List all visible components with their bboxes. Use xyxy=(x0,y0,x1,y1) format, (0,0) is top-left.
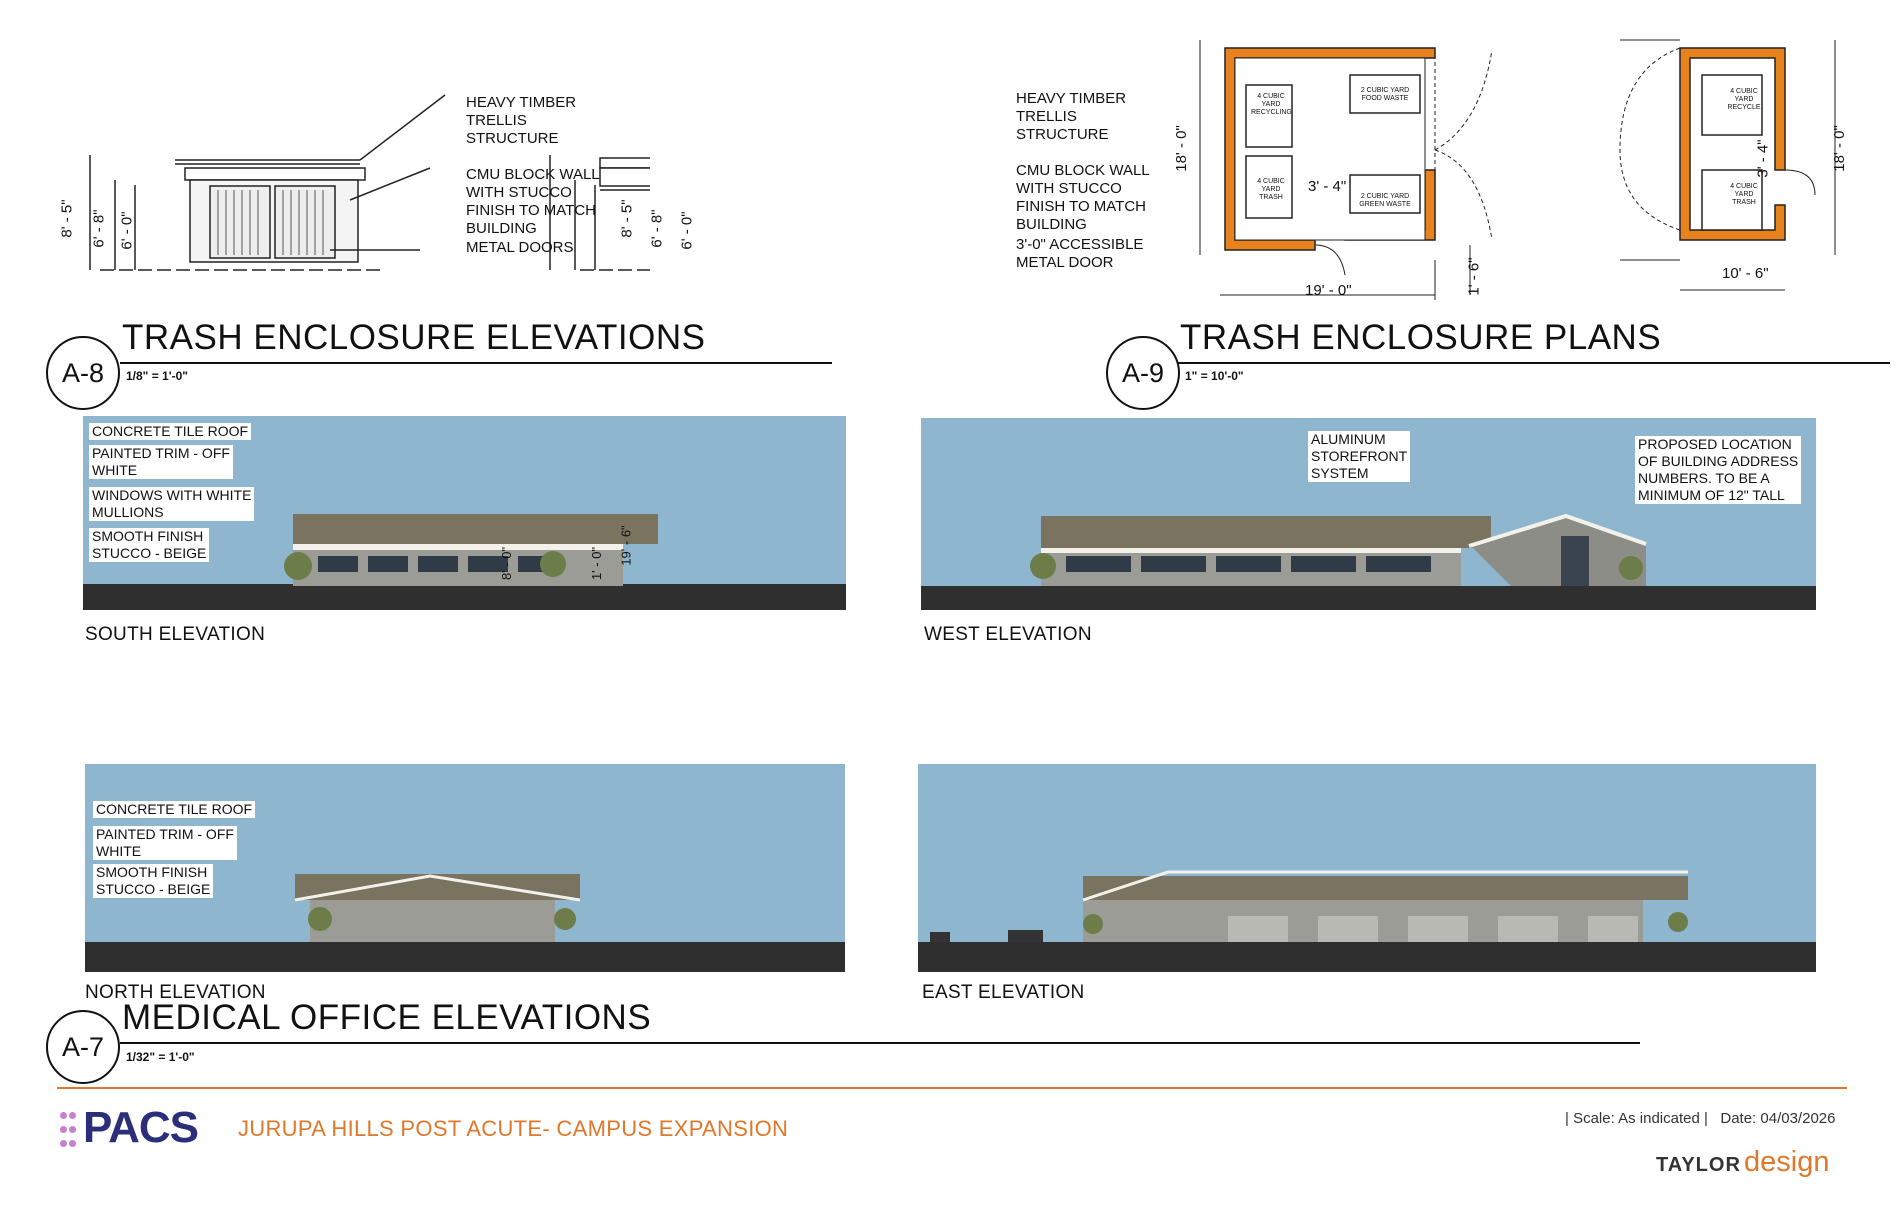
trellis-label-right: HEAVY TIMBER TRELLIS STRUCTURE xyxy=(1016,90,1127,143)
ground-strip xyxy=(85,942,845,972)
dim-overall-height-left: 8' - 5" xyxy=(58,199,76,238)
accessible-door-label: 3'-0" ACCESSIBLE METAL DOOR xyxy=(1016,236,1144,271)
title-underline-a8 xyxy=(120,362,832,364)
scale-date: | Scale: As indicated | Date: 04/03/2026 xyxy=(1565,1110,1836,1127)
south-dim-parapet: 1' - 0" xyxy=(589,546,605,581)
trellis-label-left: HEAVY TIMBER TRELLIS STRUCTURE xyxy=(466,94,577,147)
bin-food-waste: 2 CUBIC YARD FOOD WASTE xyxy=(1360,87,1410,102)
north-callout-roof: CONCRETE TILE ROOF xyxy=(93,801,256,818)
ground-strip xyxy=(921,586,1816,610)
east-elevation-render xyxy=(918,764,1816,972)
west-building xyxy=(1030,513,1647,586)
dim-plan-small-depth: 18' - 0" xyxy=(1830,125,1848,172)
west-elevation-caption: WEST ELEVATION xyxy=(924,624,1092,645)
dim-plan-small-aisle: 3' - 4" xyxy=(1754,139,1772,178)
south-dim-overall: 19' - 6" xyxy=(618,525,634,566)
dim-overall-height-right: 8' - 5" xyxy=(618,199,636,238)
pacs-logo: PACS xyxy=(83,1103,199,1152)
cmu-wall-label-right: CMU BLOCK WALL WITH STUCCO FINISH TO MAT… xyxy=(1016,162,1150,233)
south-callout-trim: PAINTED TRIM - OFF WHITE xyxy=(89,445,233,479)
metal-doors-label: METAL DOORS xyxy=(466,239,574,256)
west-callout-address: PROPOSED LOCATION OF BUILDING ADDRESS NU… xyxy=(1635,436,1802,504)
firm-name-light: design xyxy=(1744,1146,1830,1178)
trash-plan-small xyxy=(1619,39,1836,291)
dim-plan-small-width: 10' - 6" xyxy=(1722,265,1769,282)
dim-plan-large-width: 19' - 0" xyxy=(1305,282,1352,299)
dim-plan-large-aisle: 3' - 4" xyxy=(1308,178,1347,195)
trash-elevation-right xyxy=(549,155,650,271)
bin-green-waste: 2 CUBIC YARD GREEN WASTE xyxy=(1359,193,1411,208)
south-building xyxy=(284,514,658,586)
north-callout-stucco: SMOOTH FINISH STUCCO - BEIGE xyxy=(93,864,214,898)
south-callout-roof: CONCRETE TILE ROOF xyxy=(89,423,252,440)
south-dim-wall: 8' - 0" xyxy=(499,546,515,581)
trash-plans-scale: 1" = 10'-0" xyxy=(1185,369,1244,383)
bin-recycle-small: 4 CUBIC YARD RECYCLE xyxy=(1727,88,1761,111)
pacs-dots-icon xyxy=(60,1112,76,1148)
bin-recycling-large: 4 CUBIC YARD RECYCLING xyxy=(1251,93,1292,116)
firm-name-bold: TAYLOR xyxy=(1656,1154,1741,1176)
trash-elevation-drawings xyxy=(89,94,650,271)
dim-wall-height-left: 6' - 0" xyxy=(118,211,136,250)
trash-plans-title: TRASH ENCLOSURE PLANS xyxy=(1180,318,1662,357)
north-elevation-caption: NORTH ELEVATION xyxy=(85,982,266,1003)
south-elevation-caption: SOUTH ELEVATION xyxy=(85,624,266,645)
dim-plan-large-offset: 1' - 6" xyxy=(1465,257,1483,296)
dim-door-height-right: 6' - 8" xyxy=(648,209,666,248)
south-callout-stucco: SMOOTH FINISH STUCCO - BEIGE xyxy=(89,528,210,562)
trash-plan-large xyxy=(1199,40,1493,300)
trash-elevations-scale: 1/8" = 1'-0" xyxy=(126,369,188,383)
ground-strip xyxy=(83,584,846,610)
east-building xyxy=(930,870,1688,942)
ground-strip xyxy=(918,942,1816,972)
cmu-wall-label-left: CMU BLOCK WALL WITH STUCCO FINISH TO MAT… xyxy=(466,166,600,237)
trash-plan-drawings xyxy=(1199,39,1836,300)
dim-wall-height-right: 6' - 0" xyxy=(678,211,696,250)
west-callout-storefront: ALUMINUM STOREFRONT SYSTEM xyxy=(1308,431,1411,482)
drawing-tag-a7: A-7 xyxy=(46,1010,120,1084)
footer-divider xyxy=(57,1087,1847,1089)
north-callout-trim: PAINTED TRIM - OFF WHITE xyxy=(93,826,237,860)
north-building xyxy=(294,874,581,942)
project-name: JURUPA HILLS POST ACUTE- CAMPUS EXPANSIO… xyxy=(238,1116,789,1141)
drawing-tag-a8: A-8 xyxy=(46,336,120,410)
south-callout-windows: WINDOWS WITH WHITE MULLIONS xyxy=(89,487,255,521)
title-underline-a7 xyxy=(120,1042,1640,1044)
bin-trash-small: 4 CUBIC YARD TRASH xyxy=(1730,183,1758,206)
dim-door-height-left: 6' - 8" xyxy=(90,209,108,248)
dim-plan-large-depth: 18' - 0" xyxy=(1172,125,1190,172)
office-elevations-scale: 1/32" = 1'-0" xyxy=(126,1050,195,1064)
trash-elevation-left xyxy=(89,94,446,271)
title-underline-a9 xyxy=(1178,362,1890,364)
drawing-tag-a9: A-9 xyxy=(1106,336,1180,410)
east-elevation-caption: EAST ELEVATION xyxy=(922,982,1085,1003)
trash-elevations-title: TRASH ENCLOSURE ELEVATIONS xyxy=(122,318,706,357)
office-elevations-title: MEDICAL OFFICE ELEVATIONS xyxy=(122,998,652,1037)
bin-trash-large: 4 CUBIC YARD TRASH xyxy=(1257,178,1285,201)
